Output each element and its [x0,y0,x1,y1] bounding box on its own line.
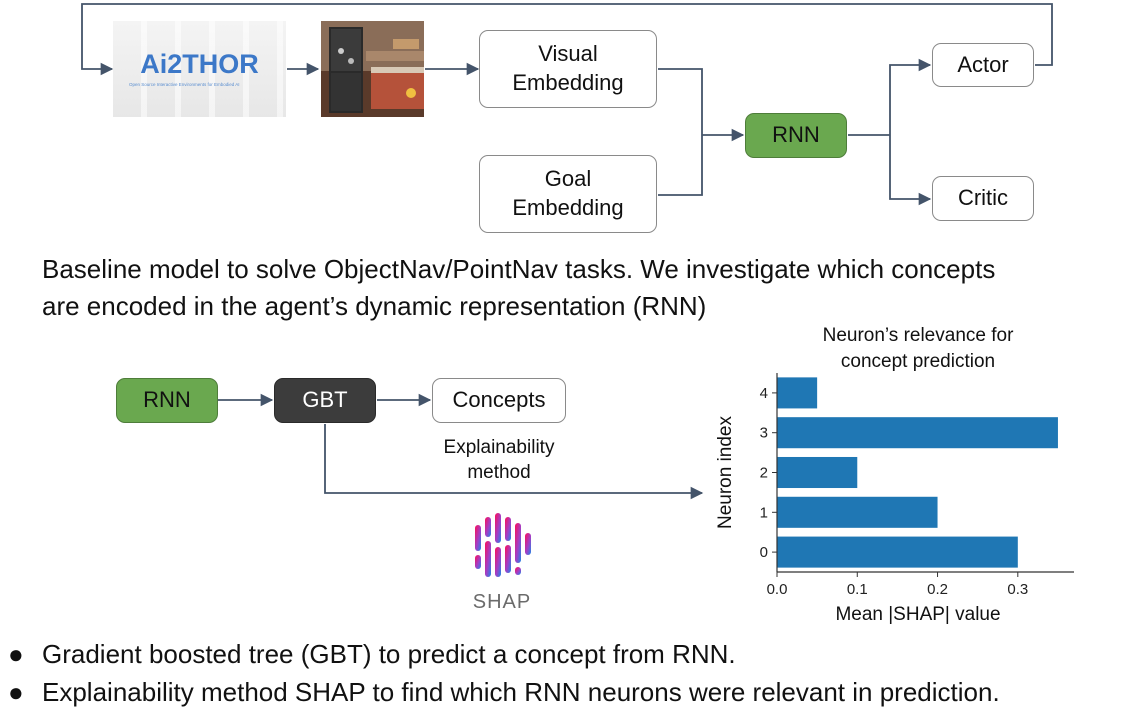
visual-embedding-line1: Visual [538,41,598,67]
bar-neuron-3 [777,417,1058,449]
rnn-box-top: RNN [745,113,847,158]
rnn-box-bottom: RNN [116,378,218,423]
rnn-to-critic-arrow [889,135,932,206]
bar-neuron-2 [777,456,858,489]
bullet-text-2: Explainability method SHAP to find which… [42,677,1000,707]
bullet-item-1: ● Gradient boosted tree (GBT) to predict … [8,638,736,670]
ai2thor-logo-subtitle: Open Source Interactive Environments for… [129,82,240,87]
bullet-item-2: ● Explainability method SHAP to find whic… [8,676,1000,708]
kitchen-scene-image [321,21,424,117]
goal-embedding-line1: Goal [544,166,592,192]
critic-box: Critic [932,176,1034,221]
y-tick-label: 0 [760,544,768,561]
x-axis-label: Mean |SHAP| value [835,604,1000,625]
visual-to-rnn-line [658,68,703,196]
caption-text: Baseline model to solve ObjectNav/PointN… [42,251,1122,325]
visual-embedding-box: Visual Embedding [479,30,657,108]
explainability-method-label: Explainability method [420,435,578,485]
y-axis-label: Neuron index [715,415,736,529]
concepts-box: Concepts [432,378,566,423]
x-tick-label: 0.2 [927,581,948,598]
x-tick-label: 0.3 [1007,581,1028,598]
gbt-to-chart-arrow [324,424,704,500]
y-tick-label: 1 [760,504,768,521]
caption-line2: are encoded in the agent’s dynamic repre… [42,291,707,321]
explainability-line2: method [467,462,531,483]
x-tick-label: 0.1 [847,581,868,598]
goal-embedding-line2: Embedding [512,195,624,220]
shap-bar-chart: Neuron’s relevance for concept prediction… [715,325,1074,625]
bullet-dot-icon: ● [8,639,24,669]
scene-thumbnail [321,21,424,117]
shap-logo-text: SHAP [472,591,532,613]
x-tick-label: 0.0 [767,581,788,598]
gbt-box: GBT [274,378,376,423]
shap-logo-icon [475,513,531,577]
y-tick-label: 2 [760,465,768,482]
bar-neuron-4 [777,377,818,409]
bar-neuron-1 [777,496,938,528]
actor-box: Actor [932,43,1034,87]
y-tick-label: 4 [760,385,768,402]
bar-neuron-0 [777,536,1018,568]
y-tick-label: 3 [760,425,768,442]
shap-logo: SHAP [456,505,548,615]
chart-title-line2: concept prediction [841,351,995,372]
bullet-dot-icon: ● [8,677,24,707]
bullet-text-1: Gradient boosted tree (GBT) to predict a… [42,639,736,669]
caption-line1: Baseline model to solve ObjectNav/PointN… [42,254,996,284]
explainability-line1: Explainability [443,437,555,458]
chart-title-line1: Neuron’s relevance for [823,325,1014,346]
ai2thor-logo: Ai2THOR Open Source Interactive Environm… [113,21,286,117]
feedback-loop-arrow [81,3,1053,76]
visual-embedding-line2: Embedding [512,70,624,95]
ai2thor-logo-title: Ai2THOR [140,49,259,79]
goal-embedding-box: Goal Embedding [479,155,657,233]
rnn-to-actor-arrow [889,58,932,135]
